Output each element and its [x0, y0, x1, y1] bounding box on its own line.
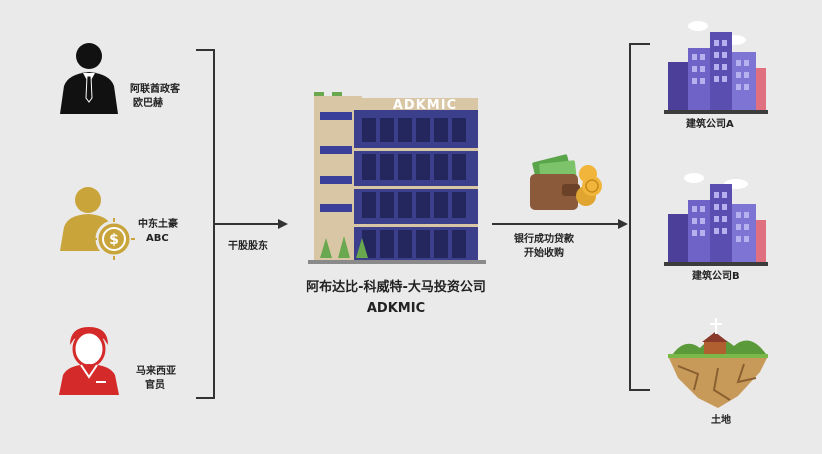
- target-label: 建筑公司B: [692, 271, 740, 282]
- rich-man-icon: $: [60, 187, 135, 260]
- right-bracket: [629, 43, 650, 391]
- land-icon: [668, 318, 768, 408]
- person-label-line2: 欧巴赫: [133, 98, 163, 109]
- wallet-money-icon: [530, 154, 602, 210]
- arrow-left-label: 干股股东: [228, 241, 268, 252]
- businessman-icon: [60, 43, 118, 114]
- person-label-line2: 官员: [145, 380, 165, 391]
- office-building-icon: [308, 92, 486, 264]
- arrow-right-label-line1: 银行成功贷款: [514, 234, 574, 245]
- left-arrow-head: [278, 219, 288, 229]
- official-icon: [59, 327, 119, 395]
- company-name-en: ADKMIC: [366, 301, 426, 316]
- company-sign: ADKMIC: [392, 98, 458, 113]
- svg-text:$: $: [109, 232, 119, 248]
- buildings-icon: [664, 21, 768, 114]
- person-label-line1: 中东土豪: [138, 219, 178, 230]
- person-label-line2: ABC: [146, 233, 169, 244]
- right-arrow-head: [618, 219, 628, 229]
- person-label-line1: 马来西亚: [136, 366, 176, 377]
- person-label-line1: 阿联酋政客: [130, 84, 180, 95]
- target-label: 土地: [711, 415, 731, 426]
- buildings-icon: [664, 173, 768, 266]
- target-label: 建筑公司A: [686, 119, 734, 130]
- arrow-right-label-line2: 开始收购: [524, 248, 564, 259]
- company-name-cn: 阿布达比-科威特-大马投资公司: [306, 280, 486, 295]
